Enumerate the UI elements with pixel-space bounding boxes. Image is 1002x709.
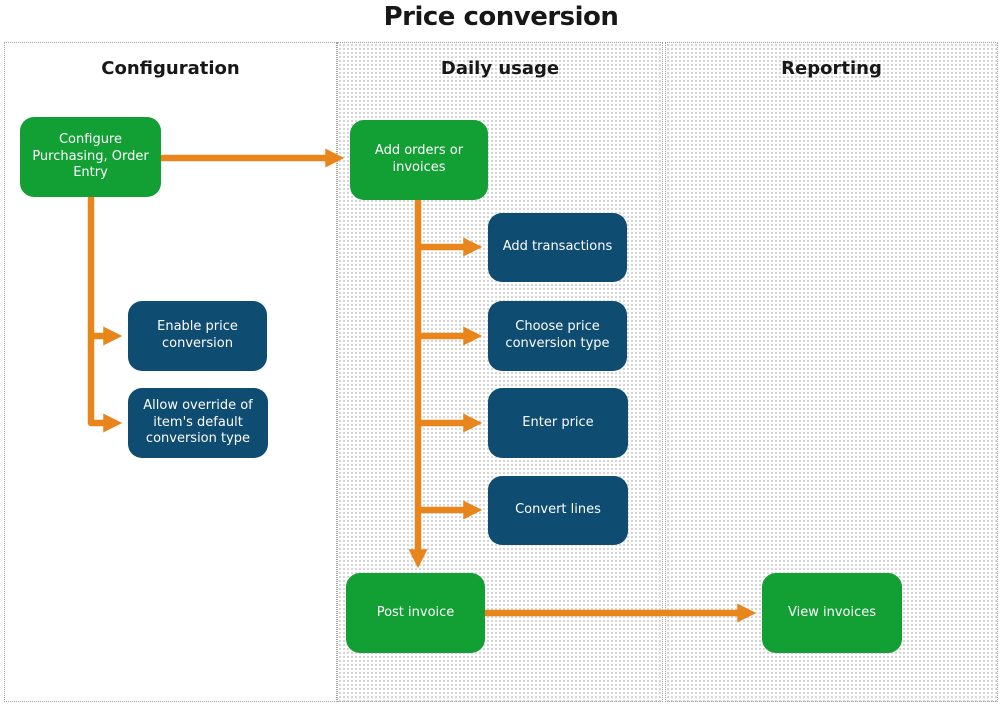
lane-daily-usage-title: Daily usage bbox=[440, 58, 560, 79]
node-choose-price-conversion-type: Choose price conversion type bbox=[488, 301, 627, 371]
node-post-invoice: Post invoice bbox=[346, 573, 485, 653]
node-label: Enter price bbox=[522, 414, 594, 430]
node-label: Enable price conversion bbox=[157, 319, 238, 351]
node-add-transactions: Add transactions bbox=[488, 213, 627, 282]
node-label: Add orders or invoices bbox=[374, 143, 464, 175]
node-configure-purchasing-order-entry: Configure Purchasing, Order Entry bbox=[20, 117, 161, 197]
node-convert-lines: Convert lines bbox=[488, 476, 628, 545]
page-title: Price conversion bbox=[383, 2, 619, 32]
node-label: Allow override of item's default convers… bbox=[143, 398, 253, 447]
node-enter-price: Enter price bbox=[488, 388, 628, 458]
node-label: Choose price conversion type bbox=[505, 319, 610, 351]
node-label: Post invoice bbox=[376, 604, 455, 620]
lane-configuration-title: Configuration bbox=[101, 58, 240, 79]
node-add-orders-or-invoices: Add orders or invoices bbox=[350, 120, 488, 200]
lane-reporting: Reporting bbox=[665, 42, 998, 702]
node-label: View invoices bbox=[787, 604, 876, 620]
node-view-invoices: View invoices bbox=[762, 573, 902, 653]
node-label: Configure Purchasing, Order Entry bbox=[32, 132, 149, 181]
node-enable-price-conversion: Enable price conversion bbox=[128, 301, 267, 371]
node-label: Convert lines bbox=[515, 502, 601, 518]
lane-reporting-title: Reporting bbox=[781, 58, 882, 79]
node-allow-override-default-conversion-type: Allow override of item's default convers… bbox=[128, 388, 268, 458]
node-label: Add transactions bbox=[502, 239, 613, 255]
